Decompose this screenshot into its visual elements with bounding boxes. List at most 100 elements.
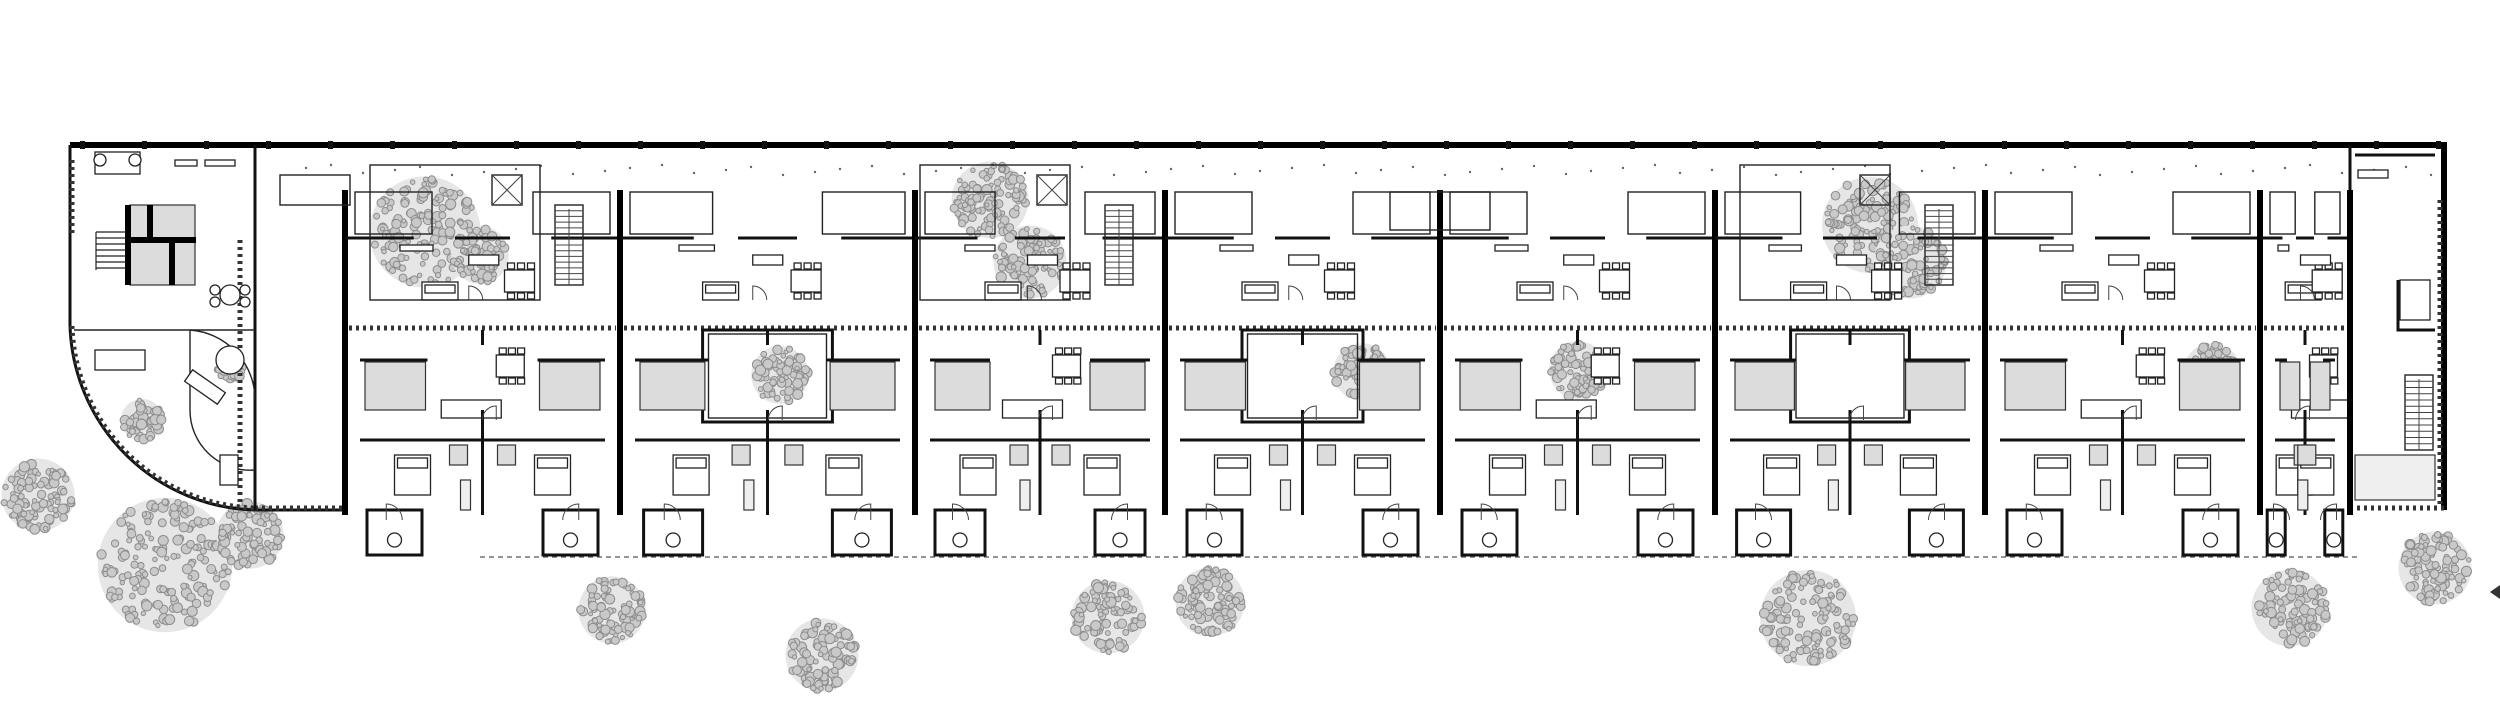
door-swing-icon — [1563, 285, 1579, 301]
door-swing-icon — [1205, 503, 1223, 521]
sofa-icon — [1789, 281, 1828, 301]
door-swing-icon — [767, 405, 783, 421]
bed-icon — [1762, 454, 1801, 496]
table-icon — [503, 262, 536, 300]
sofa-icon — [984, 281, 1022, 301]
table-icon — [1590, 347, 1621, 385]
landscape-trees — [0, 161, 2472, 694]
table-icon — [1598, 262, 1631, 300]
bed-icon — [1488, 454, 1527, 496]
unit-module — [2257, 190, 2353, 557]
tree-icon — [0, 458, 76, 535]
bed-icon — [2173, 454, 2212, 496]
door-swing-icon — [468, 285, 484, 301]
door-swing-icon — [952, 503, 969, 521]
tree-icon — [216, 498, 286, 571]
door-swing-icon — [1382, 503, 1400, 521]
bed-icon — [1899, 454, 1938, 496]
door-swing-icon — [2202, 503, 2220, 521]
sofa-icon — [701, 281, 740, 301]
tree-icon — [2251, 567, 2331, 649]
staircase-icon — [554, 204, 584, 286]
door-swing-icon — [481, 405, 497, 421]
table-icon — [2143, 262, 2176, 300]
unit-module — [912, 190, 1165, 557]
tree-icon — [1873, 225, 1949, 299]
unit-module — [1712, 190, 1985, 557]
skylight-icon — [1859, 174, 1891, 206]
table-icon — [1059, 262, 1091, 300]
tree-icon — [119, 397, 167, 445]
bed-icon — [672, 454, 710, 496]
door-swing-icon — [1657, 503, 1675, 521]
door-swing-icon — [1027, 285, 1042, 301]
garden-court — [1739, 164, 1891, 301]
bed-icon — [393, 454, 432, 496]
unit-module — [1437, 190, 1715, 557]
door-swing-icon — [1836, 285, 1851, 301]
door-swing-icon — [1576, 405, 1592, 421]
door-swing-icon — [663, 503, 681, 521]
skylight-icon — [491, 174, 523, 206]
door-swing-icon — [2273, 503, 2290, 521]
door-swing-icon — [385, 503, 403, 521]
door-swing-icon — [2108, 285, 2124, 301]
garden-court — [369, 164, 541, 301]
bed-icon — [2033, 454, 2072, 496]
door-swing-icon — [1038, 405, 1053, 421]
door-swing-icon — [1849, 405, 1864, 421]
staircase-icon — [1924, 204, 1954, 286]
door-swing-icon — [1928, 503, 1945, 521]
north-arrow-icon — [2490, 585, 2500, 599]
table-icon — [790, 262, 822, 300]
table-icon — [2311, 262, 2343, 300]
table-icon — [2135, 347, 2166, 385]
door-swing-icon — [752, 285, 768, 301]
sofa-icon — [2061, 281, 2099, 301]
tree-icon — [1758, 570, 1859, 666]
tree-icon — [751, 344, 813, 406]
table-icon — [1323, 262, 1356, 300]
bed-icon — [959, 454, 997, 496]
door-swing-icon — [2025, 503, 2043, 521]
table-icon — [1870, 262, 1903, 300]
tree-icon — [1070, 579, 1147, 656]
door-swing-icon — [2295, 405, 2310, 421]
tree-icon — [2398, 531, 2472, 607]
west-end-block — [93, 151, 251, 486]
door-swing-icon — [854, 503, 872, 521]
staircase-icon — [2404, 374, 2434, 451]
door-swing-icon — [2300, 285, 2315, 301]
bed-icon — [1213, 454, 1252, 496]
skylight-icon — [1036, 174, 1068, 206]
dwelling-units — [279, 164, 2353, 557]
staircase-icon — [1104, 204, 1134, 286]
tree-icon — [949, 161, 1030, 239]
door-swing-icon — [2320, 503, 2337, 521]
door-swing-icon — [562, 503, 580, 521]
east-end-block — [2354, 169, 2436, 501]
sofa-icon — [421, 281, 459, 301]
tree-icon — [1173, 565, 1246, 637]
sofa-icon — [1516, 281, 1554, 301]
unit-module — [617, 190, 915, 557]
unit-module — [1162, 190, 1440, 557]
door-swing-icon — [1288, 285, 1304, 301]
colonnade-posts — [80, 141, 2441, 177]
tree-icon — [1547, 340, 1609, 402]
door-swing-icon — [1301, 405, 1317, 421]
unit-module — [1982, 190, 2260, 557]
bed-icon — [825, 454, 863, 496]
bed-icon — [1083, 454, 1121, 496]
unit-module — [342, 190, 620, 557]
door-swing-icon — [2121, 405, 2137, 421]
tree-icon — [785, 617, 860, 694]
bed-icon — [533, 454, 572, 496]
table-icon — [495, 347, 526, 385]
tree-icon — [96, 497, 233, 633]
garden-court — [919, 164, 1071, 301]
staircase-icon — [2404, 374, 2434, 451]
tree-icon — [576, 576, 647, 645]
bed-icon — [1353, 454, 1392, 496]
